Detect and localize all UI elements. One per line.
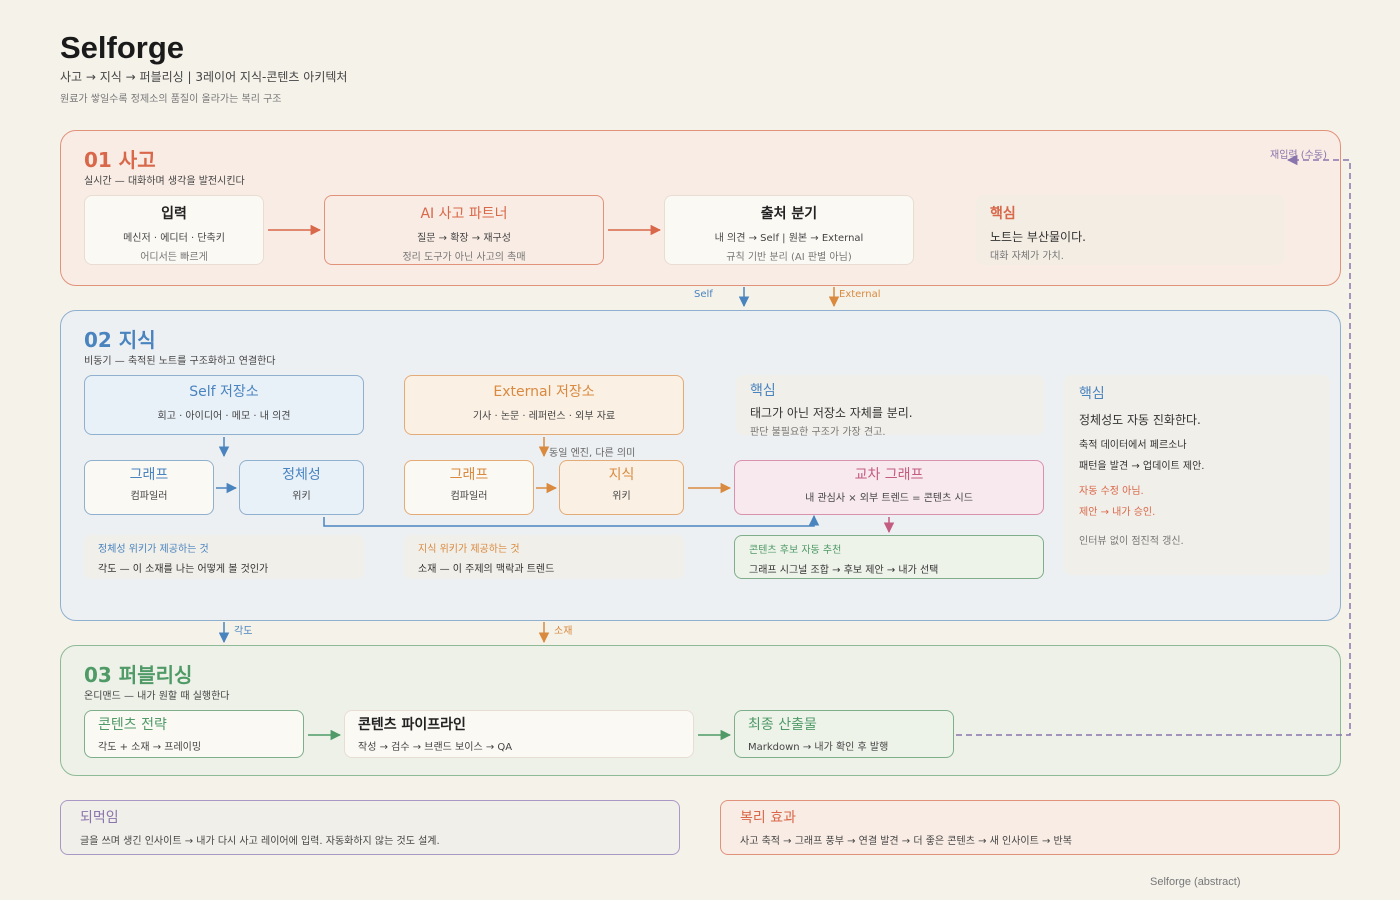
core2-line1: 태그가 아닌 저장소 자체를 분리. [750,406,913,420]
input-line1: 메신저 · 에디터 · 단축키 [123,233,225,244]
core3-title: 핵심 [1079,386,1105,402]
page-tagline: 원료가 쌓일수록 정제소의 품질이 올라가는 복리 구조 [60,94,282,105]
knowledge-gives-line1: 소재 — 이 주제의 맥락과 트렌드 [418,564,555,575]
knowledge-provides-note: 지식 위키가 제공하는 것 소재 — 이 주제의 맥락과 트렌드 [404,535,684,579]
identity-gives-title: 정체성 위키가 제공하는 것 [98,544,209,555]
core3-line6: 인터뷰 없이 점진적 갱신. [1079,536,1184,547]
core2-line2: 판단 불필요한 구조가 가장 견고. [750,427,886,438]
layer3-desc: 온디맨드 — 내가 원할 때 실행한다 [84,691,230,702]
feedback-line1: 글을 쓰며 생긴 인사이트 → 내가 다시 사고 레이어에 입력. 자동화하지 … [80,836,440,847]
strategy-line1: 각도 + 소재 → 프레이밍 [98,742,202,753]
core3-line2: 축적 데이터에서 페르소나 [1079,440,1187,451]
self-flow-label: Self [694,289,713,300]
feedback-panel: 되먹임 글을 쓰며 생긴 인사이트 → 내가 다시 사고 레이어에 입력. 자동… [60,800,680,855]
identity-gives-line1: 각도 — 이 소재를 나는 어떻게 볼 것인가 [98,564,269,575]
core3-line4: 자동 수정 아님. [1079,486,1144,497]
recommend-title: 콘텐츠 후보 자동 추천 [749,545,842,556]
layer1-desc: 실시간 — 대화하며 생각을 발전시킨다 [84,176,245,187]
graph-compiler-self-box: 그래프 컴파일러 [84,460,214,515]
core-note-identity: 핵심 정체성도 자동 진화한다. 축적 데이터에서 페르소나 패턴을 발견 → … [1064,375,1330,575]
input-title: 입력 [161,206,187,222]
core3-line5: 제안 → 내가 승인. [1079,507,1156,518]
graph-self-line1: 컴파일러 [130,491,168,502]
final-output-box: 최종 산출물 Markdown → 내가 확인 후 발행 [734,710,954,758]
reinput-label: 재입력 (수동) [1270,150,1327,161]
cross-title: 교차 그래프 [854,467,924,483]
output-title: 최종 산출물 [748,717,817,733]
graph-compiler-ext-box: 그래프 컴파일러 [404,460,534,515]
material-flow-label: 소재 [554,626,573,637]
core2-title: 핵심 [750,383,776,399]
identity-title: 정체성 [282,467,321,483]
same-engine-label: 동일 엔진, 다른 의미 [549,448,636,459]
source-branch-box: 출처 분기 내 의견 → Self | 원본 → External 규칙 기반 … [664,195,914,265]
knowledge-title: 지식 [608,467,635,483]
compound-effect-panel: 복리 효과 사고 축적 → 그래프 풍부 → 연결 발견 → 더 좋은 콘텐츠 … [720,800,1340,855]
recommend-line1: 그래프 시그널 조합 → 후보 제안 → 내가 선택 [749,565,939,576]
output-line1: Markdown → 내가 확인 후 발행 [748,742,889,753]
self-store-line1: 회고 · 아이디어 · 메모 · 내 의견 [157,411,291,422]
pipeline-line1: 작성 → 검수 → 브랜드 보이스 → QA [358,742,513,753]
footer-label: Selforge (abstract) [1150,876,1241,888]
input-line2: 어디서든 빠르게 [140,252,208,263]
identity-line1: 위키 [292,491,311,502]
compound-line1: 사고 축적 → 그래프 풍부 → 연결 발견 → 더 좋은 콘텐츠 → 새 인사… [740,836,1072,847]
identity-provides-note: 정체성 위키가 제공하는 것 각도 — 이 소재를 나는 어떻게 볼 것인가 [84,535,364,579]
angle-flow-label: 각도 [234,626,253,637]
core1-title: 핵심 [990,206,1016,222]
ext-store-line1: 기사 · 논문 · 레퍼런스 · 외부 자료 [472,411,616,422]
pipeline-title: 콘텐츠 파이프라인 [358,717,466,733]
page-title: Selforge [60,30,185,65]
core3-line3: 패턴을 발견 → 업데이트 제안. [1079,461,1205,472]
knowledge-wiki-box: 지식 위키 [559,460,684,515]
core-note-storage: 핵심 태그가 아닌 저장소 자체를 분리. 판단 불필요한 구조가 가장 견고. [736,375,1044,438]
branch-line1: 내 의견 → Self | 원본 → External [714,233,864,244]
core3-line1: 정체성도 자동 진화한다. [1079,413,1201,427]
partner-title: AI 사고 파트너 [420,206,508,222]
layer3-heading: 03 퍼블리싱 [84,663,193,687]
external-store-box: External 저장소 기사 · 논문 · 레퍼런스 · 외부 자료 [404,375,684,435]
content-strategy-box: 콘텐츠 전략 각도 + 소재 → 프레이밍 [84,710,304,758]
layer2-desc: 비동기 — 축적된 노트를 구조화하고 연결한다 [84,356,276,367]
partner-line2: 정리 도구가 아닌 사고의 촉매 [402,252,526,263]
ext-store-title: External 저장소 [493,384,595,400]
branch-title: 출처 분기 [760,206,818,222]
graph-ext-line1: 컴파일러 [450,491,488,502]
cross-graph-box: 교차 그래프 내 관심사 × 외부 트렌드 = 콘텐츠 시드 [734,460,1044,515]
partner-line1: 질문 → 확장 → 재구성 [417,233,511,244]
self-store-title: Self 저장소 [189,384,259,400]
graph-ext-title: 그래프 [449,467,489,483]
feedback-title: 되먹임 [80,810,119,826]
content-pipeline-box: 콘텐츠 파이프라인 작성 → 검수 → 브랜드 보이스 → QA [344,710,694,758]
core1-line2: 대화 자체가 가치. [990,251,1064,262]
strategy-title: 콘텐츠 전략 [98,717,167,733]
layer2-heading: 02 지식 [84,328,156,352]
cross-line1: 내 관심사 × 외부 트렌드 = 콘텐츠 시드 [805,493,973,504]
ai-partner-box: AI 사고 파트너 질문 → 확장 → 재구성 정리 도구가 아닌 사고의 촉매 [324,195,604,265]
page-subtitle: 사고 → 지식 → 퍼블리싱 | 3레이어 지식-콘텐츠 아키텍처 [60,70,348,84]
input-box: 입력 메신저 · 에디터 · 단축키 어디서든 빠르게 [84,195,264,265]
branch-line2: 규칙 기반 분리 (AI 판별 아님) [726,252,852,263]
compound-title: 복리 효과 [740,810,796,826]
content-recommend-box: 콘텐츠 후보 자동 추천 그래프 시그널 조합 → 후보 제안 → 내가 선택 [734,535,1044,579]
core1-line1: 노트는 부산물이다. [990,230,1086,244]
core-note-thinking: 핵심 노트는 부산물이다. 대화 자체가 가치. [976,195,1284,265]
layer1-heading: 01 사고 [84,148,156,172]
knowledge-line1: 위키 [612,491,631,502]
external-flow-label: External [839,289,881,300]
graph-self-title: 그래프 [129,467,169,483]
self-store-box: Self 저장소 회고 · 아이디어 · 메모 · 내 의견 [84,375,364,435]
knowledge-gives-title: 지식 위키가 제공하는 것 [418,544,520,555]
identity-wiki-box: 정체성 위키 [239,460,364,515]
